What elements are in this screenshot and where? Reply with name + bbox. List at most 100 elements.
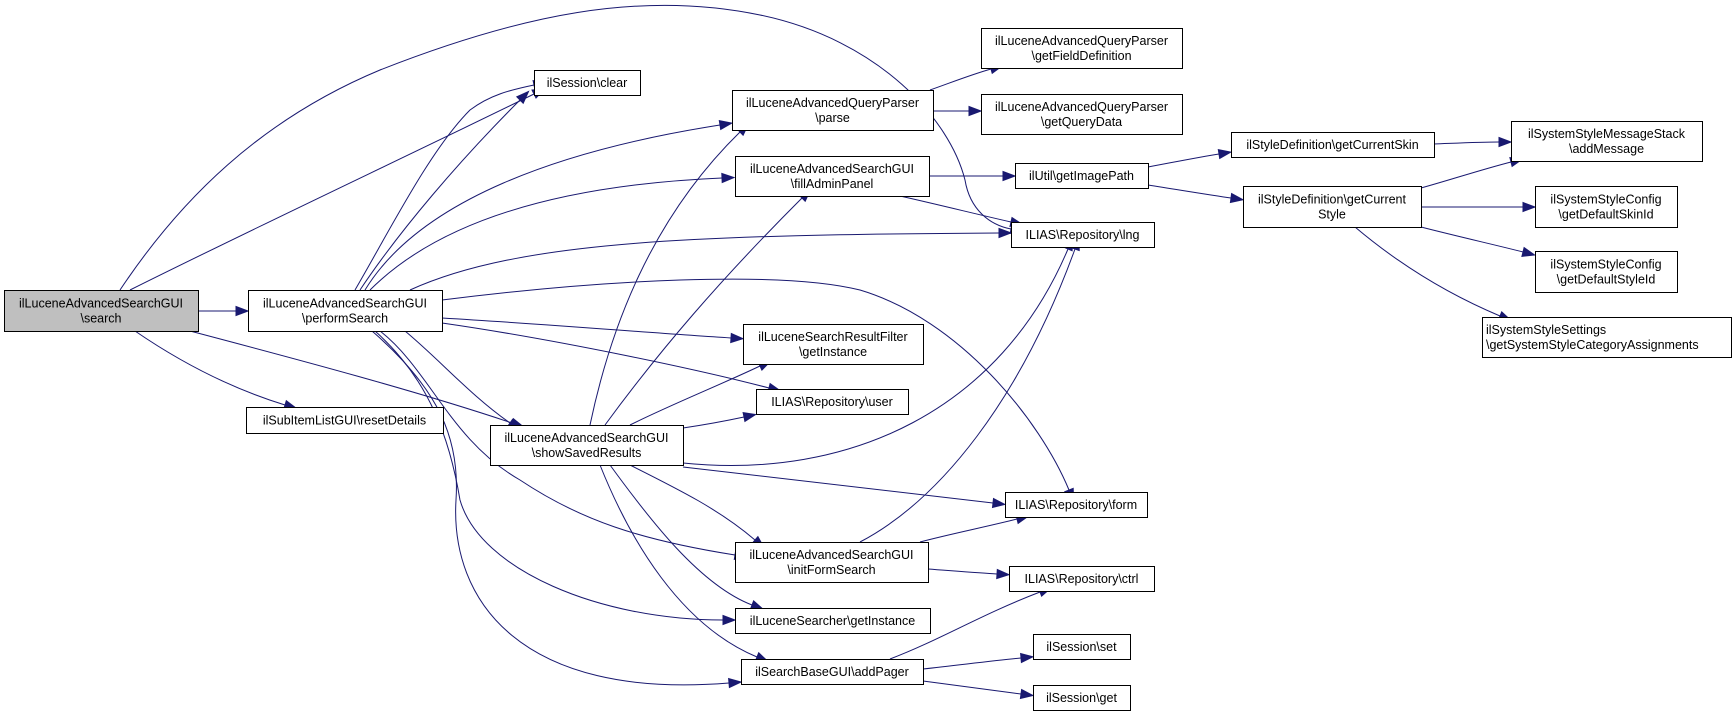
node-box — [248, 290, 443, 332]
node-box — [743, 324, 924, 365]
edge-line — [364, 124, 721, 291]
node-box — [981, 28, 1183, 69]
edge-fillAdminPanel-to-lng — [899, 195, 1025, 227]
node-label: ilLuceneAdvancedSearchGUI — [19, 297, 183, 311]
node-label: ilLuceneSearcher\getInstance — [750, 614, 915, 628]
node-label: \getSystemStyleCategoryAssignments — [1486, 338, 1699, 352]
node-box — [732, 90, 934, 131]
edge-showSavedResults-to-user — [682, 411, 758, 429]
node-label: ilLuceneAdvancedQueryParser — [995, 100, 1168, 114]
node-box — [1231, 132, 1435, 158]
node-label: ilStyleDefinition\getCurrent — [1258, 193, 1407, 207]
node-getCurrentSkin[interactable]: ilStyleDefinition\getCurrentSkin — [1231, 132, 1435, 158]
node-label: \showSavedResults — [532, 446, 642, 460]
node-ctrl[interactable]: ILIAS\Repository\ctrl — [1009, 566, 1155, 592]
arrowhead-icon — [998, 227, 1013, 239]
node-addMessage[interactable]: ilSystemStyleMessageStack\addMessage — [1511, 121, 1703, 162]
node-resetDetails[interactable]: ilSubItemListGUI\resetDetails — [246, 407, 444, 434]
node-label: \performSearch — [302, 312, 388, 326]
edge-getCurrentSkin-to-addMessage — [1433, 136, 1513, 148]
edge-line — [922, 657, 1022, 670]
node-categoryAssignments[interactable]: ilSystemStyleSettings\getSystemStyleCate… — [1482, 317, 1732, 358]
node-label: ilSearchBaseGUI\addPager — [755, 665, 909, 679]
node-form[interactable]: ILIAS\Repository\form — [1005, 492, 1148, 518]
node-addPager[interactable]: ilSearchBaseGUI\addPager — [741, 659, 924, 685]
arrowhead-icon — [742, 411, 758, 423]
node-box — [735, 542, 929, 583]
node-label: ILIAS\Repository\lng — [1026, 228, 1140, 242]
node-lng[interactable]: ILIAS\Repository\lng — [1011, 222, 1155, 248]
node-label: ILIAS\Repository\form — [1015, 498, 1137, 512]
arrowhead-icon — [1229, 192, 1245, 204]
edge-getCurrentStyle-to-categoryAssignments — [1354, 226, 1513, 322]
node-getQueryData[interactable]: ilLuceneAdvancedQueryParser\getQueryData — [981, 94, 1183, 135]
node-label: \addMessage — [1569, 142, 1644, 156]
arrowhead-icon — [991, 497, 1007, 509]
arrowhead-icon — [722, 614, 737, 626]
node-label: ilLuceneAdvancedSearchGUI — [750, 162, 914, 176]
edge-line — [1420, 226, 1524, 253]
edge-search-to-lng — [119, 4, 1025, 291]
node-initFormSearch[interactable]: ilLuceneAdvancedSearchGUI\initFormSearch — [735, 542, 929, 583]
edge-performSearch-to-lng — [409, 227, 1013, 291]
edge-line — [682, 416, 745, 429]
node-box — [1005, 492, 1148, 518]
node-label: ilLuceneAdvancedSearchGUI — [263, 297, 427, 311]
edge-line — [1420, 161, 1512, 189]
node-box — [756, 389, 909, 415]
node-resultFilter[interactable]: ilLuceneSearchResultFilter\getInstance — [743, 324, 924, 365]
node-box — [735, 608, 931, 634]
edge-line — [441, 317, 732, 339]
node-box — [246, 407, 444, 434]
edge-line — [409, 232, 1000, 291]
node-user[interactable]: ILIAS\Repository\user — [756, 389, 909, 415]
edge-performSearch-to-addPager — [371, 330, 743, 689]
node-label: ILIAS\Repository\user — [771, 395, 893, 409]
edge-line — [609, 464, 753, 606]
node-label: \getQueryData — [1041, 115, 1122, 129]
node-getImagePath[interactable]: ilUtil\getImagePath — [1015, 163, 1149, 189]
arrowhead-icon — [1002, 170, 1017, 182]
arrowhead-icon — [730, 332, 745, 344]
arrowhead-icon — [1521, 246, 1536, 257]
node-box — [1511, 121, 1703, 162]
node-getDefaultStyleId[interactable]: ilSystemStyleConfig\getDefaultStyleId — [1535, 251, 1678, 293]
edge-line — [889, 591, 1041, 660]
edge-getImagePath-to-getCurrentStyle — [1147, 184, 1245, 204]
edge-getCurrentStyle-to-getDefaultSkinId — [1420, 201, 1537, 213]
node-label: ilSystemStyleConfig — [1550, 258, 1661, 272]
node-label: ilSystemStyleSettings — [1486, 323, 1606, 337]
node-searcher[interactable]: ilLuceneSearcher\getInstance — [735, 608, 931, 634]
node-box — [1535, 251, 1678, 293]
arrowhead-icon — [515, 90, 530, 105]
node-fillAdminPanel[interactable]: ilLuceneAdvancedSearchGUI\fillAdminPanel — [735, 156, 930, 197]
node-box — [490, 425, 684, 466]
node-getDefaultSkinId[interactable]: ilSystemStyleConfig\getDefaultSkinId — [1535, 186, 1678, 228]
arrowhead-icon — [235, 305, 250, 317]
edge-line — [441, 278, 1070, 491]
node-label: ilUtil\getImagePath — [1029, 169, 1134, 183]
edge-line — [374, 330, 724, 621]
node-label: \fillAdminPanel — [791, 177, 874, 191]
node-box — [1015, 163, 1149, 189]
edge-initFormSearch-to-form — [919, 514, 1030, 543]
edge-initFormSearch-to-ctrl — [927, 568, 1011, 580]
node-sessionSet[interactable]: ilSession\set — [1033, 634, 1131, 660]
node-label: ilSystemStyleConfig — [1550, 193, 1661, 207]
edge-performSearch-to-fillAdminPanel — [369, 172, 736, 291]
edge-fillAdminPanel-to-getImagePath — [928, 170, 1017, 182]
node-performSearch[interactable]: ilLuceneAdvancedSearchGUI\performSearch — [248, 290, 443, 332]
node-getFieldDefinition[interactable]: ilLuceneAdvancedQueryParser\getFieldDefi… — [981, 28, 1183, 69]
node-sessionGet[interactable]: ilSession\get — [1033, 685, 1131, 711]
edge-line — [371, 330, 730, 686]
node-box — [741, 659, 924, 685]
edge-line — [919, 518, 1018, 543]
node-label: \parse — [815, 111, 850, 125]
node-showSavedResults[interactable]: ilLuceneAdvancedSearchGUI\showSavedResul… — [490, 425, 684, 466]
edge-line — [134, 330, 286, 406]
node-parse[interactable]: ilLuceneAdvancedQueryParser\parse — [732, 90, 934, 131]
node-label: ilSubItemListGUI\resetDetails — [263, 414, 426, 428]
node-sessionClear[interactable]: ilSession\clear — [534, 70, 641, 96]
node-search[interactable]: ilLuceneAdvancedSearchGUI\search — [4, 290, 199, 332]
